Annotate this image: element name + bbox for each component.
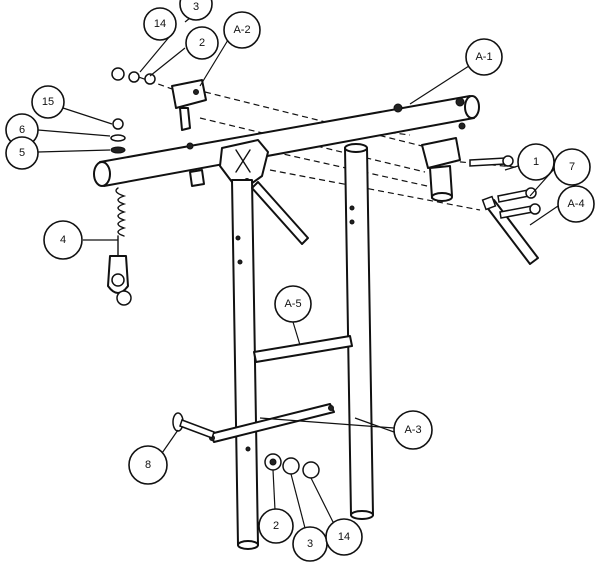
swing-hanger-4 xyxy=(107,187,132,306)
callout-a2: A-2 xyxy=(223,11,261,49)
hook-hardware-stack xyxy=(110,118,126,154)
crossbar-a5 xyxy=(253,335,353,363)
callout-label: 1 xyxy=(533,156,539,168)
callout-15: 15 xyxy=(31,85,65,119)
rear-bracket-a2 xyxy=(171,79,207,131)
callout-label: A-2 xyxy=(233,24,250,36)
callout-label: A-4 xyxy=(567,198,584,210)
callout-8: 8 xyxy=(128,445,168,485)
callout-a3: A-3 xyxy=(393,410,433,450)
callout-2-bottom: 2 xyxy=(258,508,294,544)
beam-clips xyxy=(189,169,205,187)
callout-label: 8 xyxy=(145,459,151,471)
callout-label: 5 xyxy=(19,147,25,159)
callout-3-top: 3 xyxy=(179,0,213,21)
callout-a4: A-4 xyxy=(557,185,595,223)
callout-7: 7 xyxy=(553,148,591,186)
rear-brace-a4 xyxy=(481,195,539,265)
callout-label: 4 xyxy=(60,234,66,246)
callout-4: 4 xyxy=(43,220,83,260)
bottom-hardware-stack xyxy=(264,453,320,479)
diagonal-brace xyxy=(251,181,309,245)
rear-bolts xyxy=(469,155,541,219)
callout-14-top: 14 xyxy=(143,7,177,41)
top-beam-a1 xyxy=(93,95,480,187)
callout-label: A-5 xyxy=(284,298,301,310)
callout-label: 15 xyxy=(42,96,54,108)
callout-a5: A-5 xyxy=(274,285,312,323)
callout-14-bottom: 14 xyxy=(325,518,363,556)
right-leg-rear xyxy=(344,143,374,520)
left-leg-a3 xyxy=(231,179,259,550)
callout-label: 3 xyxy=(193,1,199,13)
callout-label: 6 xyxy=(19,124,25,136)
callout-label: 2 xyxy=(273,520,279,532)
bolt-8 xyxy=(172,412,215,439)
callout-label: 14 xyxy=(338,531,350,543)
top-hardware-stack xyxy=(111,67,156,85)
callout-label: 2 xyxy=(199,37,205,49)
callout-1: 1 xyxy=(517,143,555,181)
callout-label: 7 xyxy=(569,161,575,173)
callout-3-bottom: 3 xyxy=(292,526,328,562)
callout-label: A-3 xyxy=(404,424,421,436)
callout-a1: A-1 xyxy=(465,38,503,76)
callout-label: 14 xyxy=(154,18,166,30)
callout-label: 3 xyxy=(307,538,313,550)
callout-label: A-1 xyxy=(475,51,492,63)
leader-lines xyxy=(37,13,559,529)
callout-2-top: 2 xyxy=(185,26,219,60)
callout-5: 5 xyxy=(5,136,39,170)
cross-brace-a3 xyxy=(209,403,335,443)
rear-bracket-right xyxy=(421,137,461,202)
